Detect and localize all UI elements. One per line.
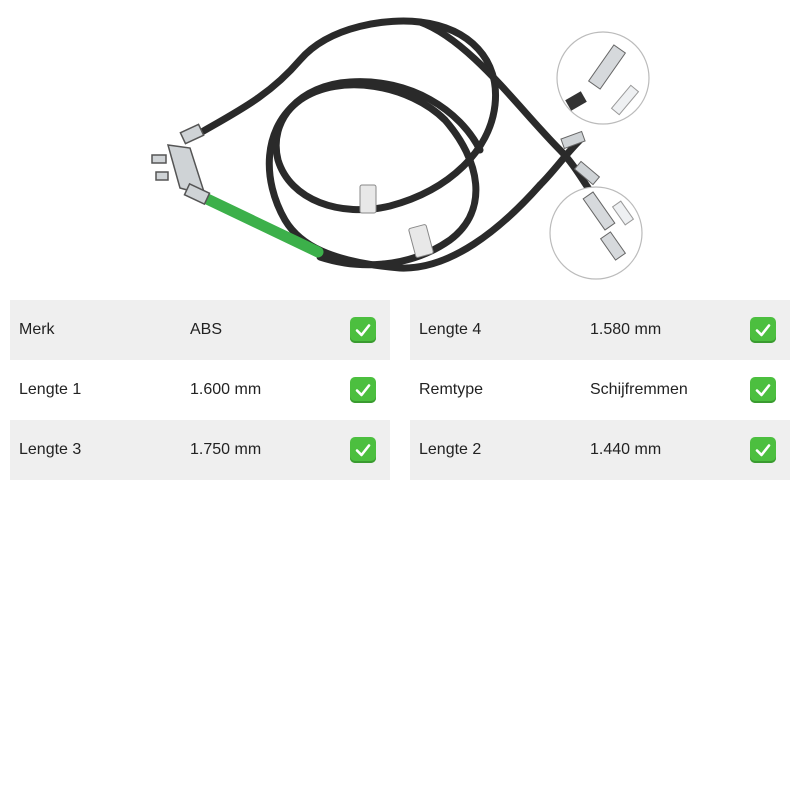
cable-clip [359, 184, 377, 214]
spec-row-lengte-1: Lengte 1 1.600 mm [10, 360, 390, 420]
spec-row-lengte-2: Lengte 2 1.440 mm [410, 420, 790, 480]
spec-row-remtype: Remtype Schijfremmen [410, 360, 790, 420]
cable-clip [408, 224, 434, 258]
spec-label: Lengte 4 [419, 321, 482, 338]
product-image [151, 17, 650, 280]
check-mark-icon [750, 317, 776, 343]
spec-label: Lengte 3 [19, 441, 82, 458]
spec-value: 1.580 mm [590, 321, 662, 338]
check-mark-icon [750, 377, 776, 403]
spec-row-lengte-4: Lengte 4 1.580 mm [410, 300, 790, 360]
detail-inset-bottom [549, 186, 643, 280]
detail-inset-top [556, 31, 650, 125]
spec-label: Lengte 2 [419, 441, 482, 458]
cable-green-segment [199, 192, 324, 258]
cable-lower [265, 81, 544, 272]
cable-clamp [151, 123, 211, 206]
spec-value: 1.440 mm [590, 441, 662, 458]
spec-column-right: Lengte 4 1.580 mm Remtype Schijfremmen L… [410, 300, 790, 480]
check-mark-icon [350, 317, 376, 343]
spec-label: Merk [19, 321, 55, 338]
cable-diagonal [416, 18, 604, 209]
spec-label: Remtype [419, 381, 484, 398]
spec-value: ABS [190, 321, 223, 338]
cable-upper [196, 17, 500, 214]
check-mark-icon [750, 437, 776, 463]
spec-value: 1.600 mm [190, 381, 262, 398]
check-mark-icon [350, 437, 376, 463]
spec-value: Schijfremmen [590, 381, 688, 398]
spec-column-left: Merk ABS Lengte 1 1.600 mm Lengte 3 1.75… [10, 300, 390, 480]
spec-row-lengte-3: Lengte 3 1.750 mm [10, 420, 390, 480]
spec-row-merk: Merk ABS [10, 300, 390, 360]
spec-table: Merk ABS Lengte 1 1.600 mm Lengte 3 1.75… [10, 300, 790, 480]
spec-value: 1.750 mm [190, 441, 262, 458]
check-mark-icon [350, 377, 376, 403]
spec-label: Lengte 1 [19, 381, 82, 398]
